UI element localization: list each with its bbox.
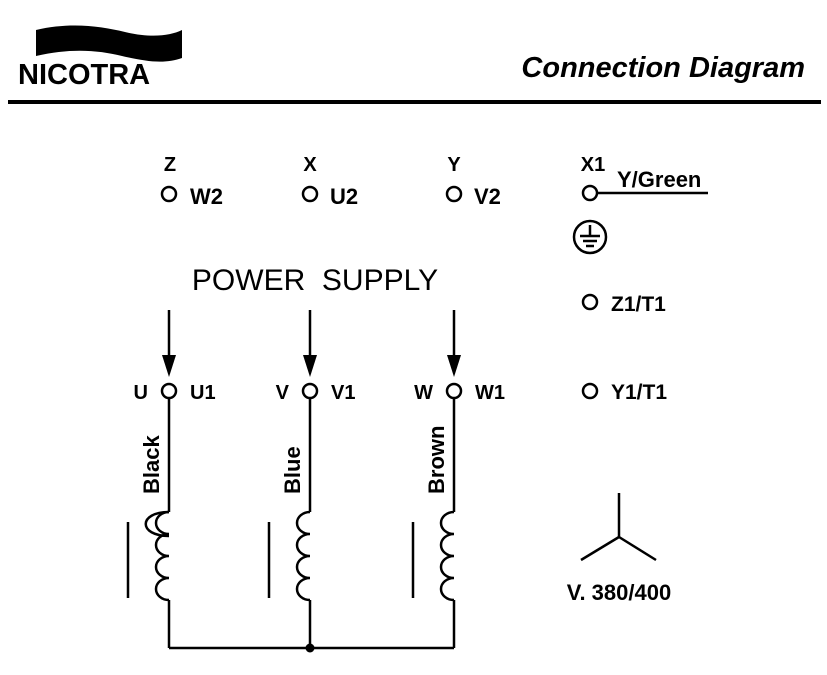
phase-v: V V1 [276,382,356,404]
earth-wire-label: Y/Green [617,167,701,192]
terminal-x1-label: X1 [581,154,605,176]
ground-icon [572,219,608,255]
terminal-y-label: Y [447,154,461,176]
terminal-u2-label: U2 [330,184,358,209]
terminal-v2 [445,185,463,203]
header-rule [8,100,821,104]
phase-w-label: W [414,382,433,404]
star-junction [305,643,315,653]
coil-w [411,510,456,648]
phase-w: W W1 [414,382,505,404]
power-supply-label: POWER SUPPLY [192,264,438,297]
phase-u: U U1 [134,382,216,404]
terminal-v1-label: V1 [331,382,355,404]
terminal-z1t1 [581,293,599,311]
brand-name: NICOTRA [18,59,150,91]
supply-arrow-v [303,310,317,377]
top-terminal-x: X U2 [301,154,358,209]
terminal-u1 [160,382,178,400]
wire-color-blue: Blue [280,446,305,494]
terminal-y1t1-label: Y1/T1 [611,381,667,404]
phase-v-label: V [276,382,290,404]
star-connection-icon [580,493,657,562]
terminal-y1t1 [581,382,599,400]
terminal-w1-label: W1 [475,382,505,404]
terminal-u2 [301,185,319,203]
terminal-z-label: Z [164,154,176,176]
top-terminal-z: Z W2 [160,154,223,209]
terminal-w2-label: W2 [190,184,223,209]
wire-color-brown: Brown [424,426,449,494]
coil-v [267,510,312,648]
logo-wave [36,25,182,62]
earth-terminal: X1 Y/Green [572,154,708,255]
terminal-w1 [445,382,463,400]
terminal-v1 [301,382,319,400]
aux-terminal-y1t1: Y1/T1 [581,381,667,404]
coil-u [126,510,171,648]
phase-u-label: U [134,382,148,404]
terminal-z1t1-label: Z1/T1 [611,293,666,316]
terminal-v2-label: V2 [474,184,501,209]
terminal-x-label: X [303,154,317,176]
page-title: Connection Diagram [521,52,805,84]
terminal-u1-label: U1 [190,382,216,404]
supply-arrow-u [162,310,176,377]
terminal-x1 [581,184,599,202]
terminal-w2 [160,185,178,203]
top-terminal-y: Y V2 [445,154,501,209]
supply-arrow-w [447,310,461,377]
voltage-label: V. 380/400 [567,580,671,605]
nicotra-logo: NICOTRA [18,25,182,91]
wire-color-black: Black [139,435,164,494]
aux-terminal-z1t1: Z1/T1 [581,293,666,316]
